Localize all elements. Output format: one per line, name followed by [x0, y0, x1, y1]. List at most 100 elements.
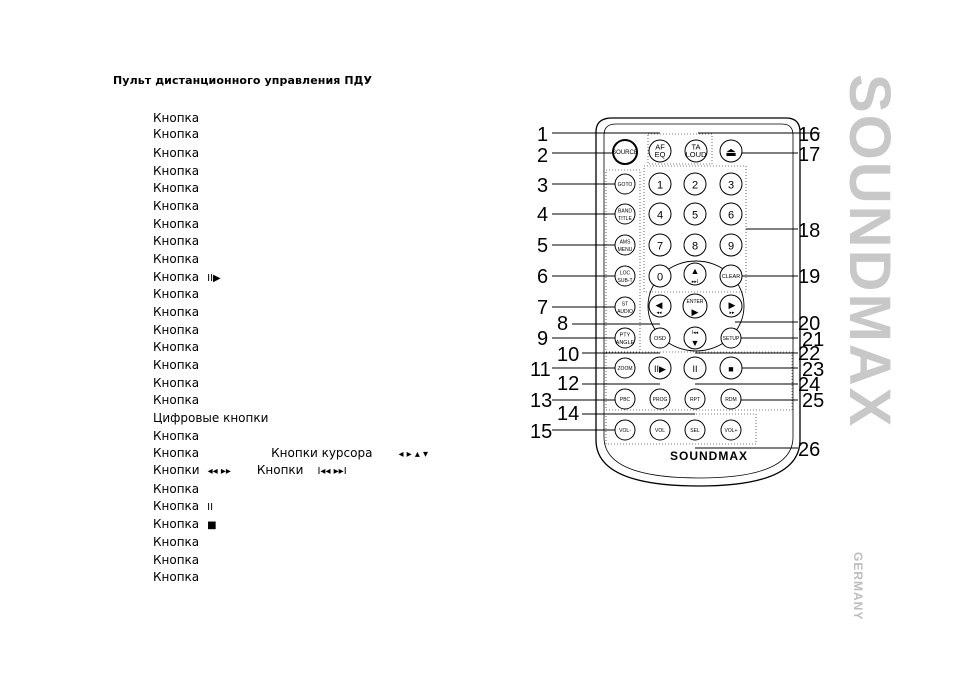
- digit-button-7: 7: [648, 233, 672, 257]
- down-icon: ▼: [691, 338, 700, 348]
- step-icon: II▶: [654, 364, 666, 374]
- down-button: [683, 326, 707, 350]
- callout-number: 15: [530, 421, 552, 443]
- next-icon: ▸▸I: [692, 279, 698, 285]
- list-item: Кнопка: [153, 393, 199, 407]
- loc-sub-button-label: LOC: [620, 271, 631, 277]
- cursor-arrows: ◂ ▸ ▴ ▾: [398, 449, 429, 460]
- callout-number: 9: [537, 328, 548, 350]
- callout-number: 4: [537, 204, 548, 226]
- digit-button-0-label: 0: [657, 272, 663, 284]
- item-label: Кнопка: [153, 234, 200, 248]
- digit-button-3-label: 3: [728, 180, 734, 192]
- digit-button-0: 0: [648, 264, 672, 288]
- enter-button: [682, 293, 708, 319]
- forward-icon: ▸▸: [729, 310, 735, 316]
- digit-button-4-label: 4: [657, 210, 663, 222]
- callout-number: 7: [537, 297, 548, 319]
- list-item: Кнопка: [153, 217, 199, 231]
- prog-button-label: PROG: [653, 397, 668, 403]
- eject-button: [719, 139, 743, 163]
- pause-icon: II: [692, 364, 697, 374]
- osd-button-label: OSD: [654, 336, 666, 342]
- callout-number: 11: [530, 359, 551, 381]
- ta-loud-button-label: LOUD: [686, 150, 707, 159]
- item-label: Кнопка: [153, 305, 200, 319]
- callout-number: 20: [798, 313, 820, 335]
- item-label: Кнопка: [153, 146, 200, 160]
- item-label-secondary: Кнопки курсора: [271, 446, 373, 460]
- digit-button-4: 4: [648, 202, 672, 226]
- vol-plus-button-label: VOL+: [725, 428, 738, 434]
- list-item: Кнопка: [153, 553, 199, 567]
- up-button: [683, 262, 707, 286]
- sel-button-label: SEL: [690, 428, 700, 434]
- pty-angle-button-label: PTY: [620, 333, 631, 339]
- item-label: Кнопка: [153, 164, 200, 178]
- source-button-label: SOURCE: [612, 150, 638, 156]
- digit-button-8: 8: [683, 233, 707, 257]
- callout-number: 16: [798, 124, 820, 146]
- item-label: Кнопка: [153, 429, 200, 443]
- item-label: Кнопка: [153, 217, 200, 231]
- band-title-button-label: BAND: [618, 209, 632, 215]
- right-button: [719, 294, 743, 318]
- item-label: Кнопка: [153, 482, 200, 496]
- cursor-ring: [647, 260, 745, 352]
- button-symbol: ◂◂ ▸▸: [207, 466, 231, 477]
- rdm-button: RDM: [720, 388, 742, 410]
- side-brand: SOUNDMAX GERMANY: [838, 74, 898, 620]
- button-symbol: II▶: [207, 273, 221, 284]
- af-eq-button-label: AF: [655, 143, 665, 152]
- side-brand-name: SOUNDMAX: [838, 74, 898, 428]
- rewind-icon: ◂◂: [656, 310, 662, 316]
- goto-button-label: GOTO: [618, 182, 633, 188]
- callout-number: 23: [802, 359, 824, 381]
- side-brand-country: GERMANY: [851, 552, 865, 620]
- callout-number: 24: [798, 374, 820, 396]
- digit-button-2: 2: [683, 172, 707, 196]
- callout-number: 5: [537, 235, 548, 257]
- heading: Пульт дистанционного управления ПДУ: [113, 74, 373, 87]
- vol-button: VOL: [649, 419, 671, 441]
- list-item: Кнопка: [153, 252, 199, 266]
- vol-button-label: VOL: [655, 428, 665, 434]
- item-label: Кнопка: [153, 376, 200, 390]
- callout-number: 21: [802, 329, 824, 351]
- step-button: [648, 356, 672, 380]
- digit-button-3: 3: [719, 172, 743, 196]
- stop-icon: ■: [728, 364, 733, 374]
- list-item: Кнопка: [153, 340, 199, 354]
- callout-number: 10: [557, 344, 579, 366]
- list-item: Кнопка■: [153, 517, 217, 533]
- right-icon: ▶: [729, 300, 736, 310]
- list-item: Кнопка: [153, 234, 199, 248]
- item-label: Кнопки: [153, 463, 200, 477]
- item-label: Кнопка: [153, 499, 200, 513]
- item-label: Кнопка: [153, 517, 200, 531]
- item-label-secondary: Кнопки: [256, 463, 304, 477]
- list-item: Кнопка: [153, 111, 199, 125]
- left-icon: ◀: [656, 300, 663, 310]
- digit-button-5-label: 5: [692, 210, 698, 222]
- callout-number: 17: [798, 144, 820, 166]
- callout-number: 18: [798, 220, 820, 242]
- callout-number: 26: [798, 439, 820, 461]
- digit-button-2-label: 2: [692, 180, 698, 192]
- digit-button-5: 5: [683, 202, 707, 226]
- pbc-button: PBC: [614, 388, 636, 410]
- item-label: Кнопка: [153, 570, 200, 584]
- list-item: Кнопка: [153, 199, 199, 213]
- item-label: Кнопка: [153, 287, 200, 301]
- left-button: [648, 294, 672, 318]
- callout-number: 2: [537, 145, 548, 167]
- remote-inner-body: [603, 123, 794, 479]
- goto-button: GOTO: [614, 173, 636, 195]
- callout-number: 25: [802, 390, 824, 412]
